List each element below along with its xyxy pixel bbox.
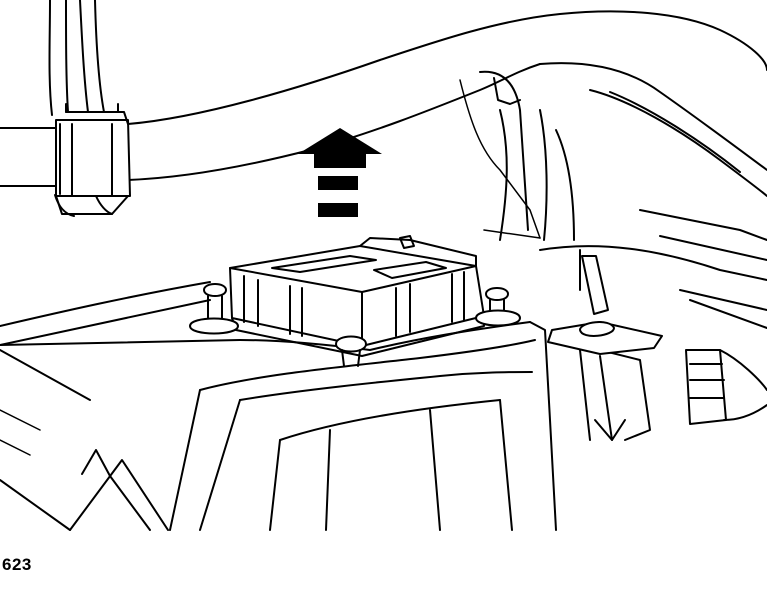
- mounting-stud: [547, 255, 663, 355]
- up-arrow-icon: [298, 128, 382, 217]
- mounting-panel: [0, 281, 557, 531]
- harness-clip: [55, 103, 131, 215]
- wiring-harness: [0, 10, 767, 197]
- module-fasteners: [189, 235, 521, 367]
- vertical-bracket: [48, 0, 113, 217]
- figure-number: 623: [2, 555, 32, 574]
- background-edges: [0, 79, 541, 456]
- side-bracket: [479, 70, 767, 441]
- connector: [685, 349, 767, 425]
